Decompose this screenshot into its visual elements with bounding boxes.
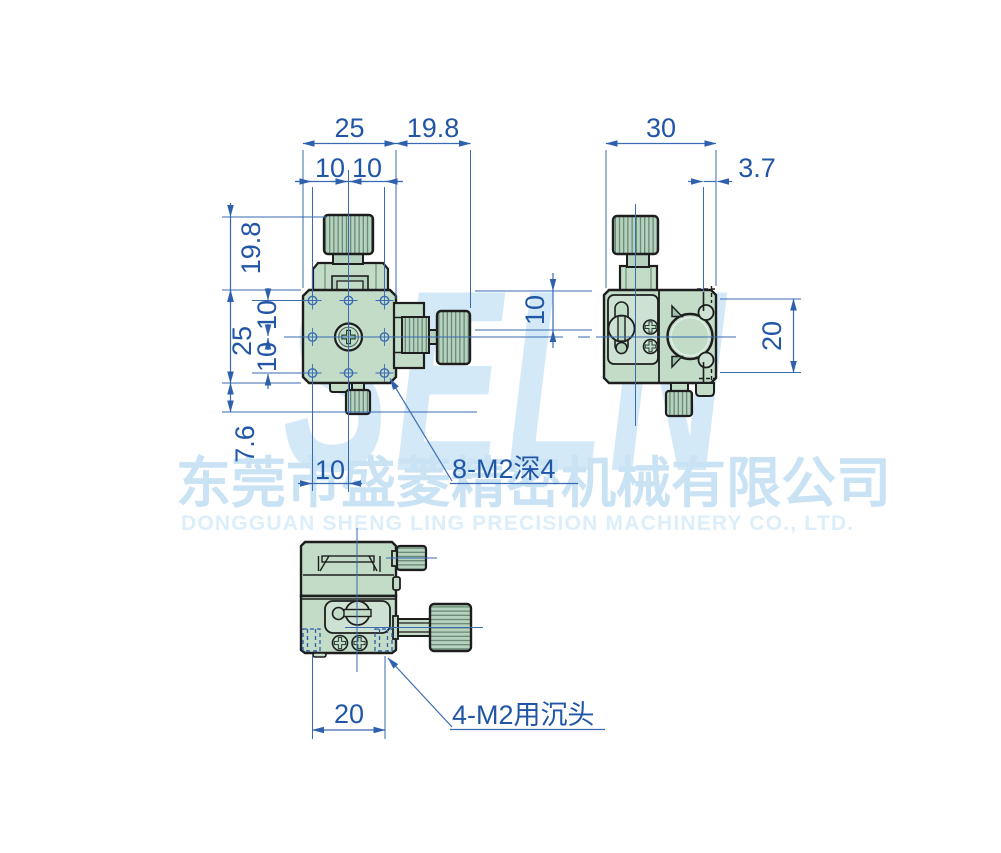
bottom-dimension-lines: [312, 528, 605, 739]
dim-bottom-spacing: 20: [334, 699, 364, 729]
front-dimension-labels: 25 19.8 10 10 19.8 25 10 10 7.6 10 10 8-…: [227, 113, 556, 485]
side-view-body: [602, 214, 718, 418]
dim-side-height: 20: [757, 321, 787, 351]
watermark-company-name-en: DONGGUAN SHENG LING PRECISION MACHINERY …: [181, 512, 855, 535]
side-bottom-knob: [664, 389, 694, 418]
dim-front-left-foot: 7.6: [230, 425, 260, 463]
dim-front-left-knob: 19.8: [236, 222, 266, 275]
front-view: 25 19.8 10 10 19.8 25 10 10 7.6 10 10 8-…: [222, 113, 592, 492]
bottom-view: 20 4-M2用沉头: [299, 528, 605, 739]
dim-front-top-right: 19.8: [407, 113, 460, 143]
right-knurled-sleeve: [401, 316, 430, 354]
dim-front-left-pitch-a: 10: [252, 300, 282, 330]
bottom-dimension-labels: 20 4-M2用沉头: [334, 699, 595, 730]
front-view-body: [301, 213, 472, 416]
dim-front-bottom-offset: 10: [315, 455, 345, 485]
bottom-adjustment-knob: [344, 388, 372, 416]
dim-front-left-height: 25: [227, 326, 257, 356]
dim-side-plate: 3.7: [738, 153, 776, 183]
annotation-bottom-countersunk-holes: 4-M2用沉头: [452, 700, 595, 730]
countersunk-holes-hidden: [302, 628, 393, 652]
bottom-view-body: [299, 540, 473, 658]
dim-front-left-pitch-b: 10: [252, 342, 282, 372]
dim-front-top-width: 25: [334, 113, 364, 143]
side-dimension-labels: 30 3.7 20: [646, 113, 787, 351]
bottom-top-block: [299, 540, 398, 598]
side-bottom-knob-stem: [670, 382, 689, 392]
dim-front-right-offset: 10: [520, 295, 550, 325]
dim-front-top-pitch-b: 10: [352, 153, 382, 183]
dim-side-width: 30: [646, 113, 676, 143]
side-dimension-lines: [596, 140, 801, 426]
annotation-front-tapped-holes: 8-M2深4: [452, 454, 556, 484]
side-right-foot: [695, 382, 715, 397]
side-top-knob-stem: [626, 253, 650, 268]
side-view: 30 3.7 20: [596, 113, 801, 426]
front-dimension-lines: [222, 140, 592, 492]
dim-front-top-pitch-a: 10: [315, 153, 345, 183]
